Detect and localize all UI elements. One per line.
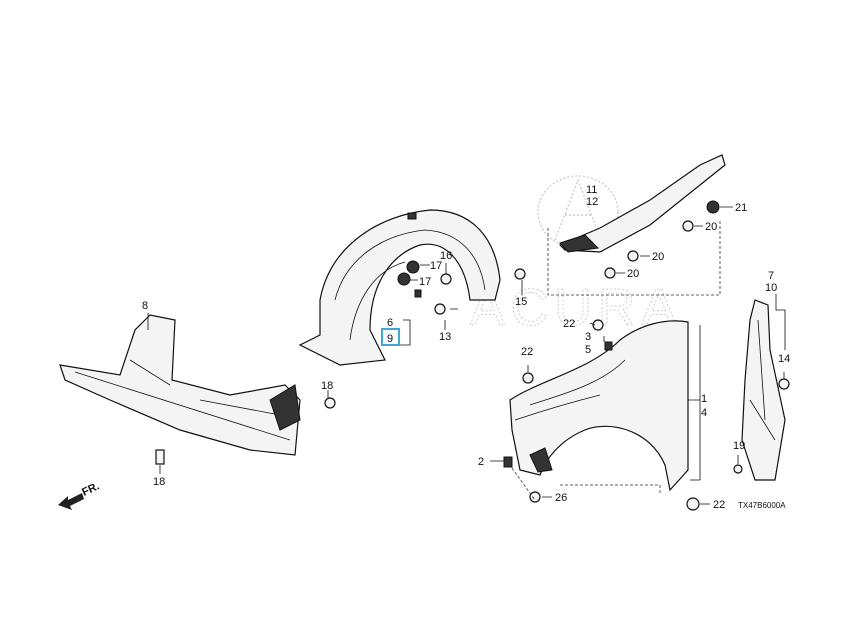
callout-13[interactable]: 13 xyxy=(439,331,451,343)
callout-20[interactable]: 20 xyxy=(652,251,664,263)
callout-15[interactable]: 15 xyxy=(515,296,527,308)
callout-14[interactable]: 14 xyxy=(778,353,790,365)
callout-2[interactable]: 2 xyxy=(478,456,484,468)
callout-4[interactable]: 4 xyxy=(701,407,707,419)
callout-12[interactable]: 12 xyxy=(586,196,598,208)
callout-7[interactable]: 7 xyxy=(768,270,774,282)
callout-10[interactable]: 10 xyxy=(765,282,777,294)
callout-9[interactable]: 9 xyxy=(387,333,393,345)
callout-8[interactable]: 8 xyxy=(142,300,148,312)
callout-20[interactable]: 20 xyxy=(705,221,717,233)
callout-11[interactable]: 11 xyxy=(586,184,597,196)
callout-22[interactable]: 22 xyxy=(521,346,533,358)
inner-fender-part xyxy=(298,209,501,366)
callout-1[interactable]: 1 xyxy=(701,393,707,405)
callout-labels: 8 18 18 6 9 16 17 17 13 15 11 12 21 20 2… xyxy=(142,184,790,511)
leader-lines xyxy=(147,206,786,505)
callout-5[interactable]: 5 xyxy=(585,344,591,356)
callout-20[interactable]: 20 xyxy=(627,268,639,280)
highlight-box xyxy=(381,328,400,346)
callout-18[interactable]: 18 xyxy=(153,476,165,488)
under-cover-part xyxy=(59,314,301,456)
callout-19[interactable]: 19 xyxy=(733,440,745,452)
callout-22[interactable]: 22 xyxy=(713,499,725,511)
callout-18[interactable]: 18 xyxy=(321,380,333,392)
callout-3[interactable]: 3 xyxy=(585,331,591,343)
callout-16[interactable]: 16 xyxy=(440,250,452,262)
side-bracket-part xyxy=(741,299,786,481)
front-label: FR. xyxy=(80,480,101,498)
callout-22[interactable]: 22 xyxy=(563,318,575,330)
callout-17[interactable]: 17 xyxy=(430,260,442,272)
fender-part xyxy=(509,320,689,492)
front-arrow-icon xyxy=(58,493,84,510)
callout-26[interactable]: 26 xyxy=(555,492,567,504)
callout-21[interactable]: 21 xyxy=(735,202,747,214)
callout-6[interactable]: 6 xyxy=(387,317,393,329)
fasteners xyxy=(155,200,790,511)
fender-seal-part xyxy=(558,154,726,253)
callout-17[interactable]: 17 xyxy=(419,276,431,288)
diagram-code: TX47B6000A xyxy=(738,501,786,510)
